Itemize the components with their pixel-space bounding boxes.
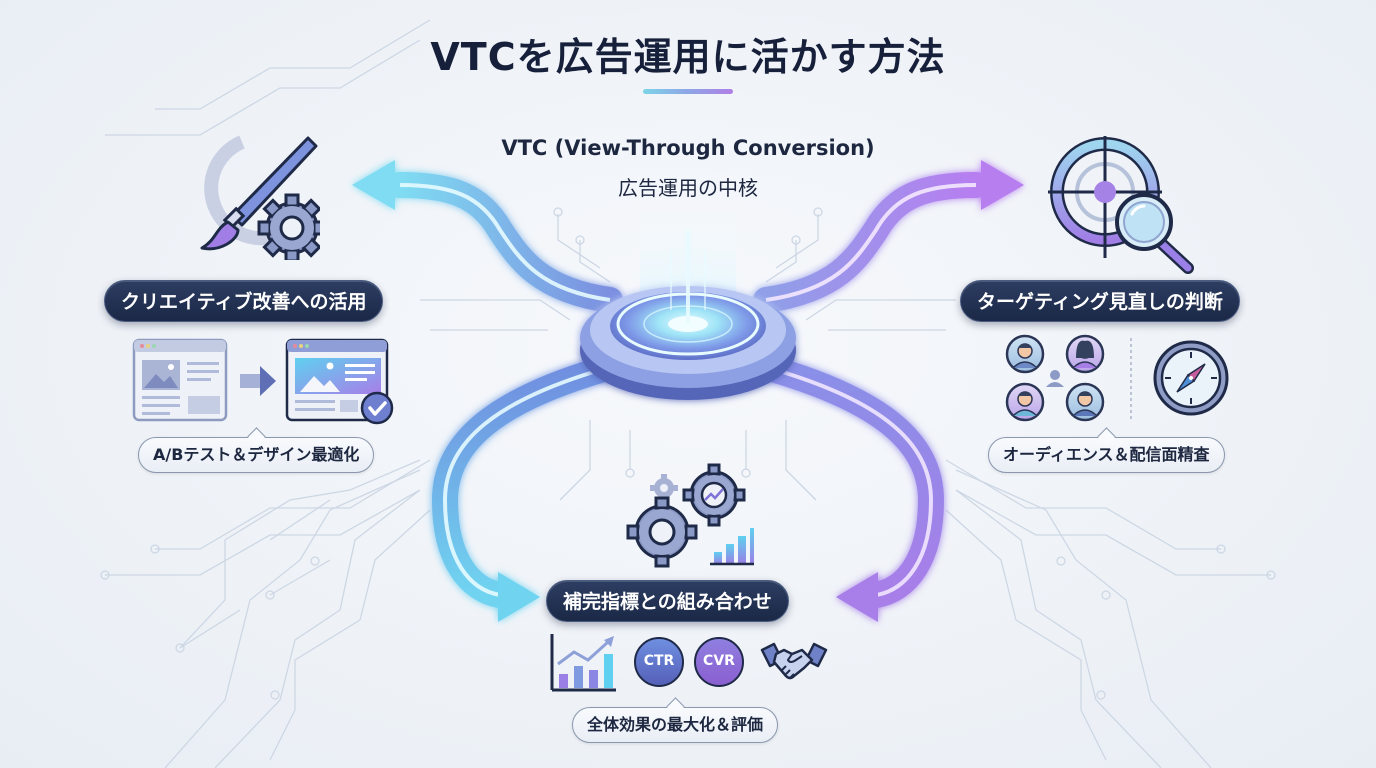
creative-caption: A/Bテスト＆デザイン最適化	[138, 437, 375, 473]
gears-chart-icon	[626, 463, 754, 568]
browser-before-icon	[132, 338, 228, 422]
targeting-review-label: ターゲティング見直しの判断	[960, 280, 1240, 322]
creative-improvement-label: クリエイティブ改善への活用	[104, 280, 384, 322]
ctr-label: CTR	[643, 653, 675, 669]
gear-icon	[257, 193, 320, 260]
metrics-combination-label: 補完指標との組み合わせ	[546, 580, 789, 622]
paintbrush-gear-icon	[200, 135, 320, 260]
page-title: VTCを広告運用に活かす方法	[430, 35, 946, 79]
metrics-caption: 全体効果の最大化＆評価	[572, 707, 779, 743]
browser-after-icon	[285, 338, 389, 422]
audience-illustration	[1005, 334, 1229, 422]
vtc-hub	[580, 230, 796, 400]
cvr-label: CVR	[703, 653, 735, 669]
audience-group-icon	[1005, 334, 1105, 422]
checkmark-icon	[360, 391, 394, 425]
arrow-right-icon	[240, 366, 276, 396]
target-magnifier-icon	[1048, 136, 1194, 274]
compass-icon	[1153, 340, 1229, 416]
handshake-icon	[760, 642, 828, 680]
growth-chart-icon	[550, 634, 616, 692]
magnifier-icon	[1115, 193, 1194, 274]
paintbrush-icon	[200, 136, 318, 251]
title-underline	[643, 89, 733, 94]
ctr-badge: CTR	[634, 637, 684, 687]
ab-test-illustration	[132, 338, 394, 425]
targeting-caption: オーディエンス＆配信面精査	[988, 437, 1225, 473]
cvr-badge: CVR	[694, 637, 744, 687]
hub-title-en: VTC (View-Through Conversion)	[501, 136, 875, 160]
target-crosshair-icon	[1048, 136, 1162, 258]
hub-title-jp: 広告運用の中核	[618, 176, 758, 200]
